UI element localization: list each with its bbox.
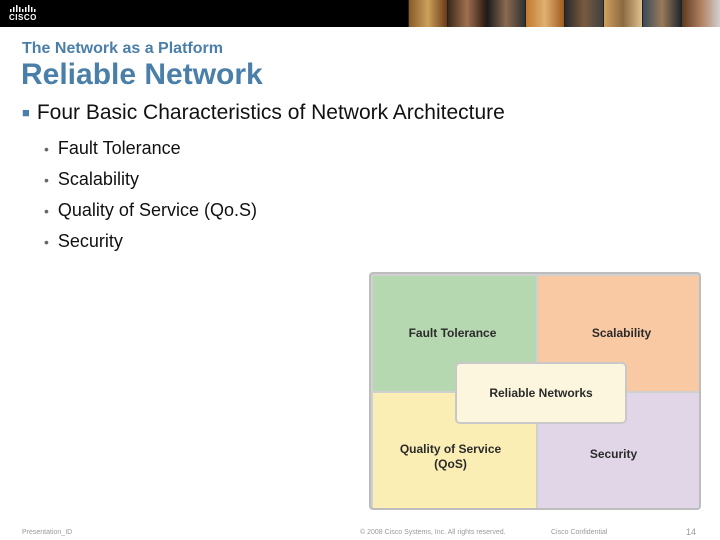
footer-page-number: 14 <box>686 527 697 537</box>
dot-bullet-icon: • <box>44 203 49 219</box>
footer-confidential: Cisco Confidential <box>551 529 608 536</box>
slide-subtitle: The Network as a Platform <box>22 40 223 57</box>
quadrant-label: Security <box>589 446 638 461</box>
quadrant-label-line: Quality of Service <box>399 441 502 456</box>
reliable-networks-center-box: Reliable Networks <box>455 362 627 424</box>
footer-presentation-id: Presentation_ID <box>22 529 73 536</box>
list-item: • Quality of Service (Qo.S) <box>44 199 257 230</box>
logo-wordmark: CISCO <box>9 13 37 22</box>
main-bullet: ■ Four Basic Characteristics of Network A… <box>22 101 505 125</box>
list-item: • Fault Tolerance <box>44 137 257 168</box>
quadrant-label: Scalability <box>591 325 652 340</box>
quadrant-label: Fault Tolerance <box>408 325 497 340</box>
banner-photo <box>564 0 603 27</box>
center-label: Reliable Networks <box>489 386 593 400</box>
banner-photo <box>681 0 720 27</box>
banner-photo <box>486 0 525 27</box>
slide-title: Reliable Network <box>21 58 263 91</box>
sub-bullet-list: • Fault Tolerance • Scalability • Quality o… <box>44 137 257 261</box>
banner-photo-strip <box>408 0 720 27</box>
footer-copyright: © 2008 Cisco Systems, Inc. All rights re… <box>360 529 506 536</box>
list-item-text: Fault Tolerance <box>57 138 181 158</box>
top-banner: CISCO <box>0 0 720 27</box>
dot-bullet-icon: • <box>44 234 49 250</box>
list-item: • Security <box>44 230 257 261</box>
banner-photo <box>642 0 681 27</box>
list-item-text: Scalability <box>57 169 139 189</box>
dot-bullet-icon: • <box>44 141 49 157</box>
banner-photo <box>525 0 564 27</box>
quadrant-label: Quality of Service(QoS) <box>399 439 503 471</box>
list-item-text: Security <box>57 231 123 251</box>
banner-photo <box>447 0 486 27</box>
reliable-network-diagram: Fault Tolerance Scalability Quality of S… <box>369 272 701 510</box>
list-item: • Scalability <box>44 168 257 199</box>
banner-photo <box>603 0 642 27</box>
dot-bullet-icon: • <box>44 172 49 188</box>
quadrant-label-line: (QoS) <box>434 456 467 471</box>
cisco-logo-icon <box>10 5 36 12</box>
list-item-text: Quality of Service (Qo.S) <box>57 200 257 220</box>
square-bullet-icon: ■ <box>22 105 30 120</box>
banner-photo <box>408 0 447 27</box>
main-bullet-text: Four Basic Characteristics of Network Ar… <box>36 101 505 124</box>
